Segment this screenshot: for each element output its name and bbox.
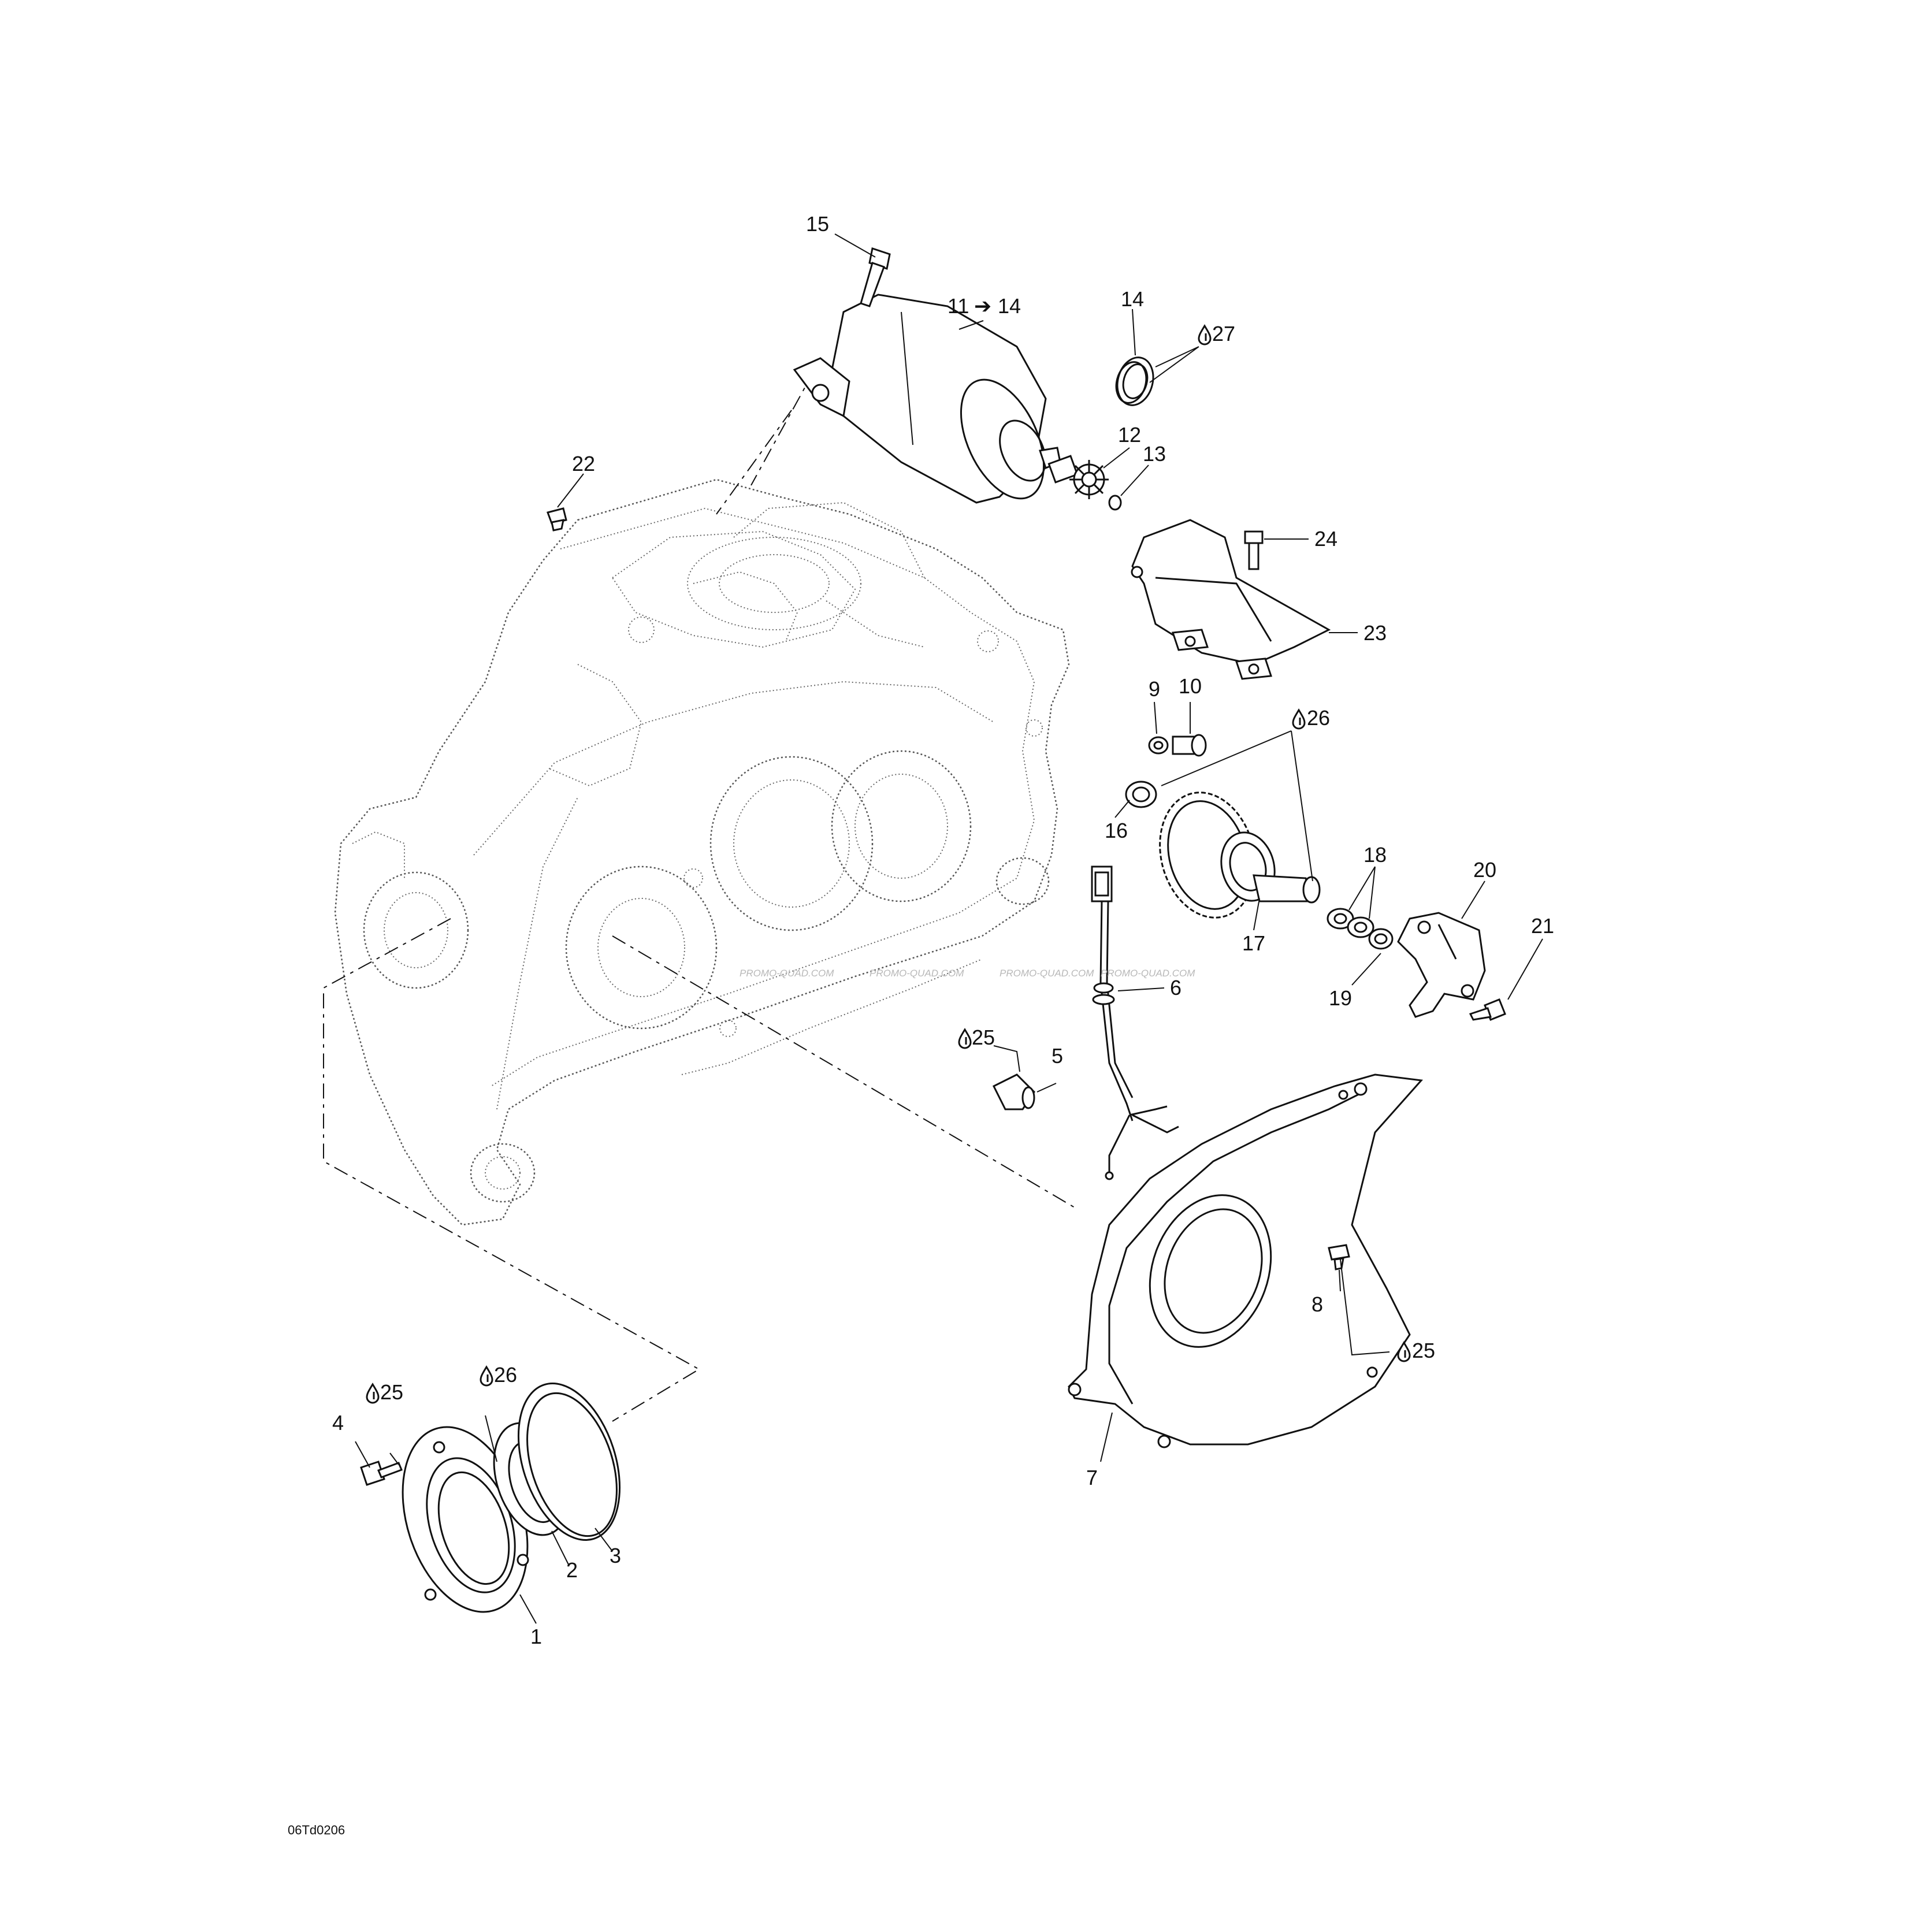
assembly-lines (323, 369, 1075, 1422)
lubricant-26-seal: 26 (494, 1363, 517, 1387)
callout-22: 22 (572, 452, 595, 475)
callout-24: 24 (1314, 527, 1337, 551)
washer-9 (1148, 736, 1169, 755)
callout-2: 2 (566, 1558, 578, 1582)
o-ring (1115, 356, 1154, 406)
starter-guard (1131, 519, 1331, 680)
flange-o-ring (517, 1383, 621, 1541)
callout-5: 5 (1052, 1044, 1063, 1068)
oil-drop-icon-27 (1198, 325, 1212, 345)
screw-24 (1244, 530, 1264, 570)
oil-drop-icon-25-bolt (958, 1028, 972, 1049)
screw-21 (1469, 998, 1506, 1021)
thrust-washers (1327, 908, 1394, 950)
callout-19: 19 (1329, 986, 1352, 1010)
screw-15 (860, 247, 891, 307)
lubricant-25-cover: 25 (1412, 1339, 1435, 1362)
callout-21: 21 (1531, 914, 1554, 938)
callout-11-start: 11 (948, 294, 969, 318)
leader-lines (355, 233, 1543, 1624)
svg-text:PROMO-QUAD.COM: PROMO-QUAD.COM (740, 968, 834, 979)
oil-drop-icon-25-screw (366, 1383, 380, 1404)
crankcase-housing (334, 478, 1070, 1226)
watermark: PROMO-QUAD.COM PROMO-QUAD.COM PROMO-QUAD… (740, 968, 1195, 979)
callout-labels: 15 11 ➔ 14 14 27 12 13 22 24 23 9 10 26 … (332, 212, 1554, 1648)
screw-4 (360, 1461, 403, 1486)
callout-1: 1 (530, 1625, 542, 1648)
callout-6: 6 (1170, 976, 1182, 1000)
callout-7: 7 (1086, 1466, 1098, 1489)
callout-9: 9 (1149, 677, 1160, 701)
plug-22 (547, 507, 567, 532)
callout-3: 3 (610, 1544, 621, 1567)
pinion-gear (1069, 460, 1109, 499)
callout-15: 15 (806, 212, 829, 236)
lubricant-25-bolt: 25 (972, 1026, 995, 1049)
callout-14: 14 (1121, 287, 1144, 311)
lubricant-25-screw: 25 (380, 1380, 403, 1404)
oil-drop-icon-26-seal (480, 1366, 493, 1387)
callout-8: 8 (1311, 1292, 1323, 1316)
bearing-bracket (1397, 912, 1486, 1018)
screw-10 (1172, 734, 1207, 757)
svg-text:PROMO-QUAD.COM: PROMO-QUAD.COM (1101, 968, 1195, 979)
right-arrow-icon: ➔ (974, 294, 991, 318)
callout-16: 16 (1105, 819, 1128, 842)
starter-motor (793, 293, 1079, 504)
callout-11-end: 14 (998, 294, 1021, 318)
callout-4: 4 (332, 1411, 344, 1435)
magneto-cover (1068, 1073, 1424, 1448)
wiring-harness (1091, 865, 1179, 1180)
svg-text:PROMO-QUAD.COM: PROMO-QUAD.COM (870, 968, 964, 979)
callout-10: 10 (1179, 674, 1202, 698)
lubricant-26-gear: 26 (1307, 706, 1330, 730)
circlip (1108, 495, 1122, 511)
oil-drop-icon-26-gear (1292, 709, 1306, 730)
svg-text:PROMO-QUAD.COM: PROMO-QUAD.COM (1000, 968, 1094, 979)
callout-23: 23 (1363, 621, 1387, 645)
callout-18: 18 (1363, 843, 1387, 867)
needle-bearing (1125, 781, 1157, 808)
callout-17: 17 (1242, 931, 1265, 955)
callout-20: 20 (1473, 858, 1496, 882)
starter-drive-gear (1159, 792, 1321, 919)
callout-13: 13 (1143, 442, 1166, 466)
drawing-code: 06Td0206 (288, 1823, 345, 1837)
callout-12: 12 (1118, 423, 1141, 447)
lubricant-27: 27 (1212, 322, 1235, 345)
bolt-5 (992, 1073, 1035, 1110)
